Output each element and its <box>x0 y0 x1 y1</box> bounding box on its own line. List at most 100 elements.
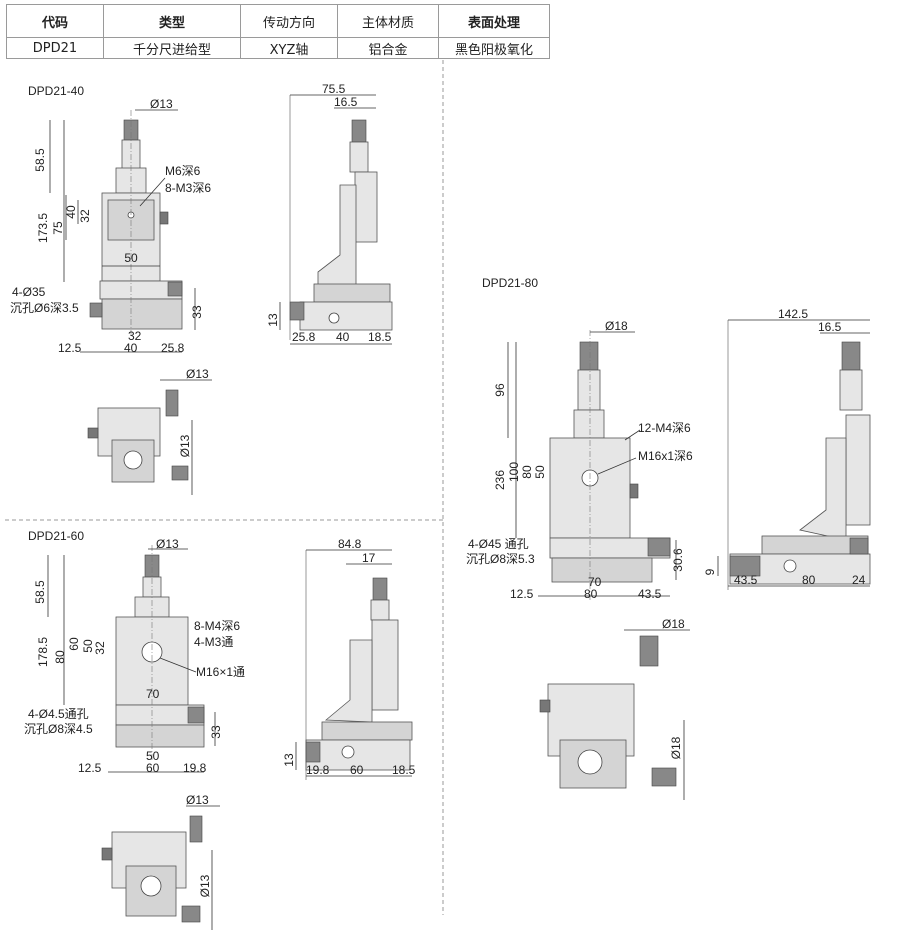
side-y-knob <box>849 537 869 555</box>
cell-material: 铝合金 <box>337 37 439 59</box>
side-x-knob <box>289 301 305 321</box>
label-holes1: 4-Ø35 <box>12 285 46 299</box>
dim-100: 100 <box>507 462 521 482</box>
dim-top-phi18: Ø18 <box>662 617 685 631</box>
side-y-stage <box>313 283 391 303</box>
cell-code: DPD21 <box>6 37 104 59</box>
top-center-hole <box>140 875 162 897</box>
y-knob <box>647 537 671 557</box>
dim-phi18: Ø18 <box>605 319 628 333</box>
dim-32: 32 <box>128 329 142 343</box>
dim-60: 60 <box>67 637 81 651</box>
micrometer-knob <box>579 341 599 371</box>
side-x-knob <box>729 555 761 577</box>
spec-table: 代码 类型 传动方向 主体材质 表面处理 DPD21 千分尺进给型 XYZ轴 铝… <box>6 4 550 59</box>
dim-33: 33 <box>190 305 204 319</box>
dim-50: 50 <box>124 251 138 265</box>
dim-70: 70 <box>146 687 160 701</box>
dpd21-80-title: DPD21-80 <box>482 276 538 290</box>
dim-70: 70 <box>588 575 602 589</box>
dim-side-25-8: 25.8 <box>292 330 316 344</box>
dim-12-5: 12.5 <box>78 761 102 775</box>
top-micrometer <box>639 635 659 667</box>
label-4m3: 4-M3通 <box>194 635 233 649</box>
side-micrometer-knob <box>351 119 367 143</box>
dim-142-5: 142.5 <box>778 307 808 321</box>
cell-drive: XYZ轴 <box>240 37 338 59</box>
side-clamp <box>159 211 169 225</box>
dim-50: 50 <box>533 465 547 479</box>
dim-side-19-8: 19.8 <box>306 763 330 777</box>
dim-173-5: 173.5 <box>36 213 50 243</box>
dim-80-bottom: 80 <box>584 587 598 601</box>
z-bracket <box>573 409 605 439</box>
leader-m16 <box>597 457 637 475</box>
dim-13: 13 <box>266 313 280 327</box>
side-x-knob <box>305 741 321 763</box>
dpd21-80-section: DPD21-80 Ø18 96 236 100 80 50 12-M4深6 M1… <box>466 276 871 800</box>
dim-side-60: 60 <box>350 763 364 777</box>
dpd21-40-title: DPD21-40 <box>28 84 84 98</box>
side-z-rail <box>354 171 378 243</box>
dpd21-80-side-view: 142.5 16.5 9 43.5 80 24 <box>703 307 871 590</box>
dpd21-40-section: DPD21-40 58.5 173.5 75 40 32 <box>10 82 393 495</box>
dim-32: 32 <box>93 641 107 655</box>
header-finish: 表面处理 <box>438 4 550 38</box>
dim-16-5: 16.5 <box>334 95 358 109</box>
x-stage <box>101 298 183 330</box>
dim-16-5: 16.5 <box>818 320 842 334</box>
label-holes1: 4-Ø45 通孔 <box>468 537 529 551</box>
cell-finish: 黑色阳极氧化 <box>438 37 550 59</box>
dim-58-5: 58.5 <box>33 580 47 604</box>
top-x-knob <box>181 905 201 923</box>
dim-side-18-5: 18.5 <box>368 330 392 344</box>
dim-13: 13 <box>282 753 296 767</box>
dim-80: 80 <box>520 465 534 479</box>
top-x-knob <box>171 465 189 481</box>
x-stage <box>551 557 653 583</box>
side-micrometer-barrel <box>839 369 863 411</box>
side-z-rail <box>371 619 399 711</box>
label-m16: M16x1深6 <box>638 449 693 463</box>
dim-60-bottom: 60 <box>146 761 160 775</box>
dim-19-8: 19.8 <box>183 761 207 775</box>
dpd21-60-side-view: 84.8 17 13 19.8 60 18.5 <box>282 537 416 780</box>
side-x-stage <box>305 739 411 771</box>
dim-17: 17 <box>362 551 376 565</box>
dim-phi13: Ø13 <box>150 97 173 111</box>
dim-75-5: 75.5 <box>322 82 346 96</box>
label-holes2: 沉孔Ø8深5.3 <box>466 552 535 566</box>
dim-top-phi13: Ø13 <box>186 793 209 807</box>
dim-178-5: 178.5 <box>36 637 50 667</box>
side-knob-hole <box>783 559 797 573</box>
side-bracket <box>324 639 373 723</box>
dim-40v: 40 <box>64 205 78 219</box>
dim-side-80: 80 <box>802 573 816 587</box>
label-holes2: 沉孔Ø6深3.5 <box>10 301 79 315</box>
label-8m4: 8-M4深6 <box>194 619 240 633</box>
dpd21-60-top-view: Ø13 Ø13 <box>101 793 220 930</box>
dim-33: 33 <box>209 725 223 739</box>
dpd21-40-front-view: 58.5 173.5 75 40 32 50 Ø13 M6深6 8-M3深6 4… <box>10 97 211 355</box>
dim-top-phi13: Ø13 <box>186 367 209 381</box>
dpd21-60-title: DPD21-60 <box>28 529 84 543</box>
spec-header-row: 代码 类型 传动方向 主体材质 表面处理 <box>6 4 550 38</box>
top-clamp <box>87 427 99 439</box>
cell-type: 千分尺进给型 <box>103 37 241 59</box>
dim-30-6: 30.6 <box>671 548 685 572</box>
top-center-hole <box>577 749 603 775</box>
top-micrometer <box>189 815 203 843</box>
dim-84-8: 84.8 <box>338 537 362 551</box>
top-center-hole <box>123 450 143 470</box>
top-clamp <box>539 699 551 713</box>
dim-25-8: 25.8 <box>161 341 185 355</box>
dim-side-24: 24 <box>852 573 866 587</box>
side-knob-hole <box>341 745 355 759</box>
y-knob <box>187 706 205 724</box>
dim-side-43-5: 43.5 <box>734 573 758 587</box>
side-knob-hole <box>328 312 340 324</box>
top-x-knob <box>651 767 677 787</box>
dim-12-5: 12.5 <box>58 341 82 355</box>
side-micrometer-barrel <box>370 599 390 621</box>
dpd21-40-side-view: 75.5 16.5 13 25.8 40 18.5 <box>266 82 393 345</box>
